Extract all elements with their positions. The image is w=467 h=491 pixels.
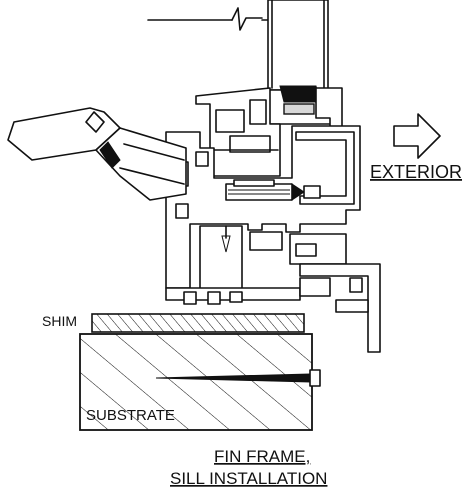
crank-handle: [7, 107, 187, 201]
lock-hardware: [225, 179, 321, 201]
shim-label: SHIM: [42, 313, 77, 329]
shim: [91, 313, 305, 333]
exterior-sill-nose: [289, 233, 381, 353]
break-line-icon: [147, 7, 275, 31]
right-outline-arrow-icon: [393, 113, 441, 159]
main-frame-profile: [165, 125, 361, 305]
nail-icon: [155, 369, 321, 387]
caption-line1: FIN FRAME,: [214, 447, 310, 466]
caption-line2: SILL INSTALLATION: [170, 469, 327, 488]
substrate-label: SUBSTRATE: [86, 407, 175, 424]
exterior-label: EXTERIOR: [370, 162, 462, 182]
substrate: [79, 333, 313, 431]
upper-glazing-unit: [267, 0, 343, 133]
sash-profile: [195, 87, 281, 177]
